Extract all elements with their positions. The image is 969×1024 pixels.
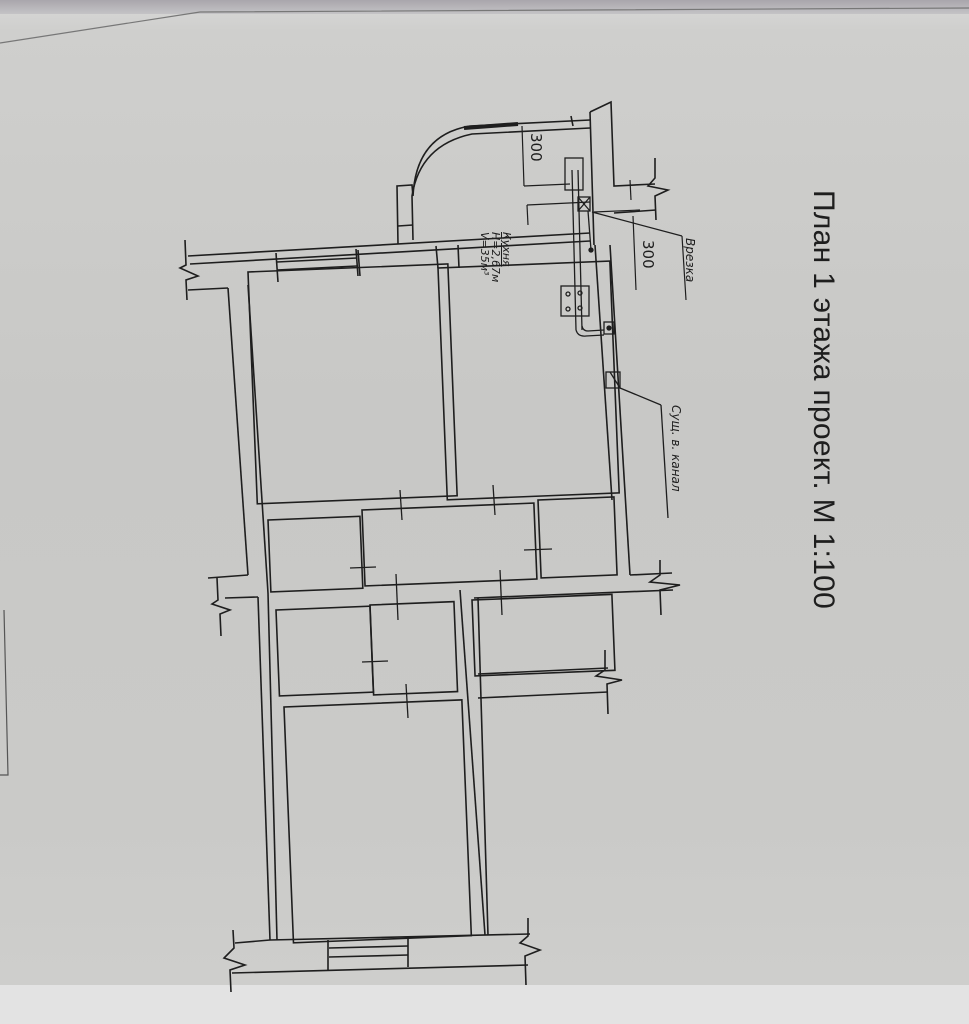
outer-wall-bottom bbox=[231, 918, 543, 986]
door-marks bbox=[349, 484, 553, 719]
binding-line bbox=[0, 7, 969, 776]
existing-vent-channel bbox=[605, 371, 669, 519]
vent-duct bbox=[560, 157, 615, 337]
page-edge-shadow bbox=[0, 0, 969, 14]
page-bottom-edge bbox=[0, 985, 969, 1024]
room-4 bbox=[537, 496, 618, 579]
kitchen-height: H=2,67м bbox=[489, 232, 502, 283]
dimension-lines bbox=[521, 125, 641, 291]
kitchen-volume: V=35м³ bbox=[478, 232, 491, 276]
room-3 bbox=[267, 515, 364, 593]
inner-walls bbox=[459, 244, 681, 936]
cut-in-leader bbox=[591, 211, 687, 301]
room-large-bottom bbox=[283, 699, 473, 944]
room-6 bbox=[369, 600, 459, 696]
dimension-300-right: 300 bbox=[639, 240, 657, 269]
outer-wall-left bbox=[187, 284, 278, 993]
outer-wall-top bbox=[178, 232, 591, 301]
room-corridor bbox=[361, 502, 538, 587]
room-kitchen bbox=[437, 260, 621, 501]
existing-vent-channel-label: Сущ. в. канал bbox=[669, 405, 683, 492]
kitchen-name: Кухня bbox=[500, 232, 513, 267]
kitchen-partitions bbox=[357, 244, 460, 277]
cut-in-label: Врезка bbox=[683, 238, 697, 283]
loggia bbox=[396, 100, 671, 246]
drawing-title: План 1 этажа проект. М 1:100 bbox=[807, 190, 840, 610]
room-1 bbox=[247, 263, 458, 505]
dimension-300-top: 300 bbox=[527, 133, 545, 162]
kitchen-label: Кухня H=2,67м V=35м³ bbox=[478, 232, 513, 283]
room-7 bbox=[471, 593, 616, 677]
room-5 bbox=[275, 605, 375, 697]
